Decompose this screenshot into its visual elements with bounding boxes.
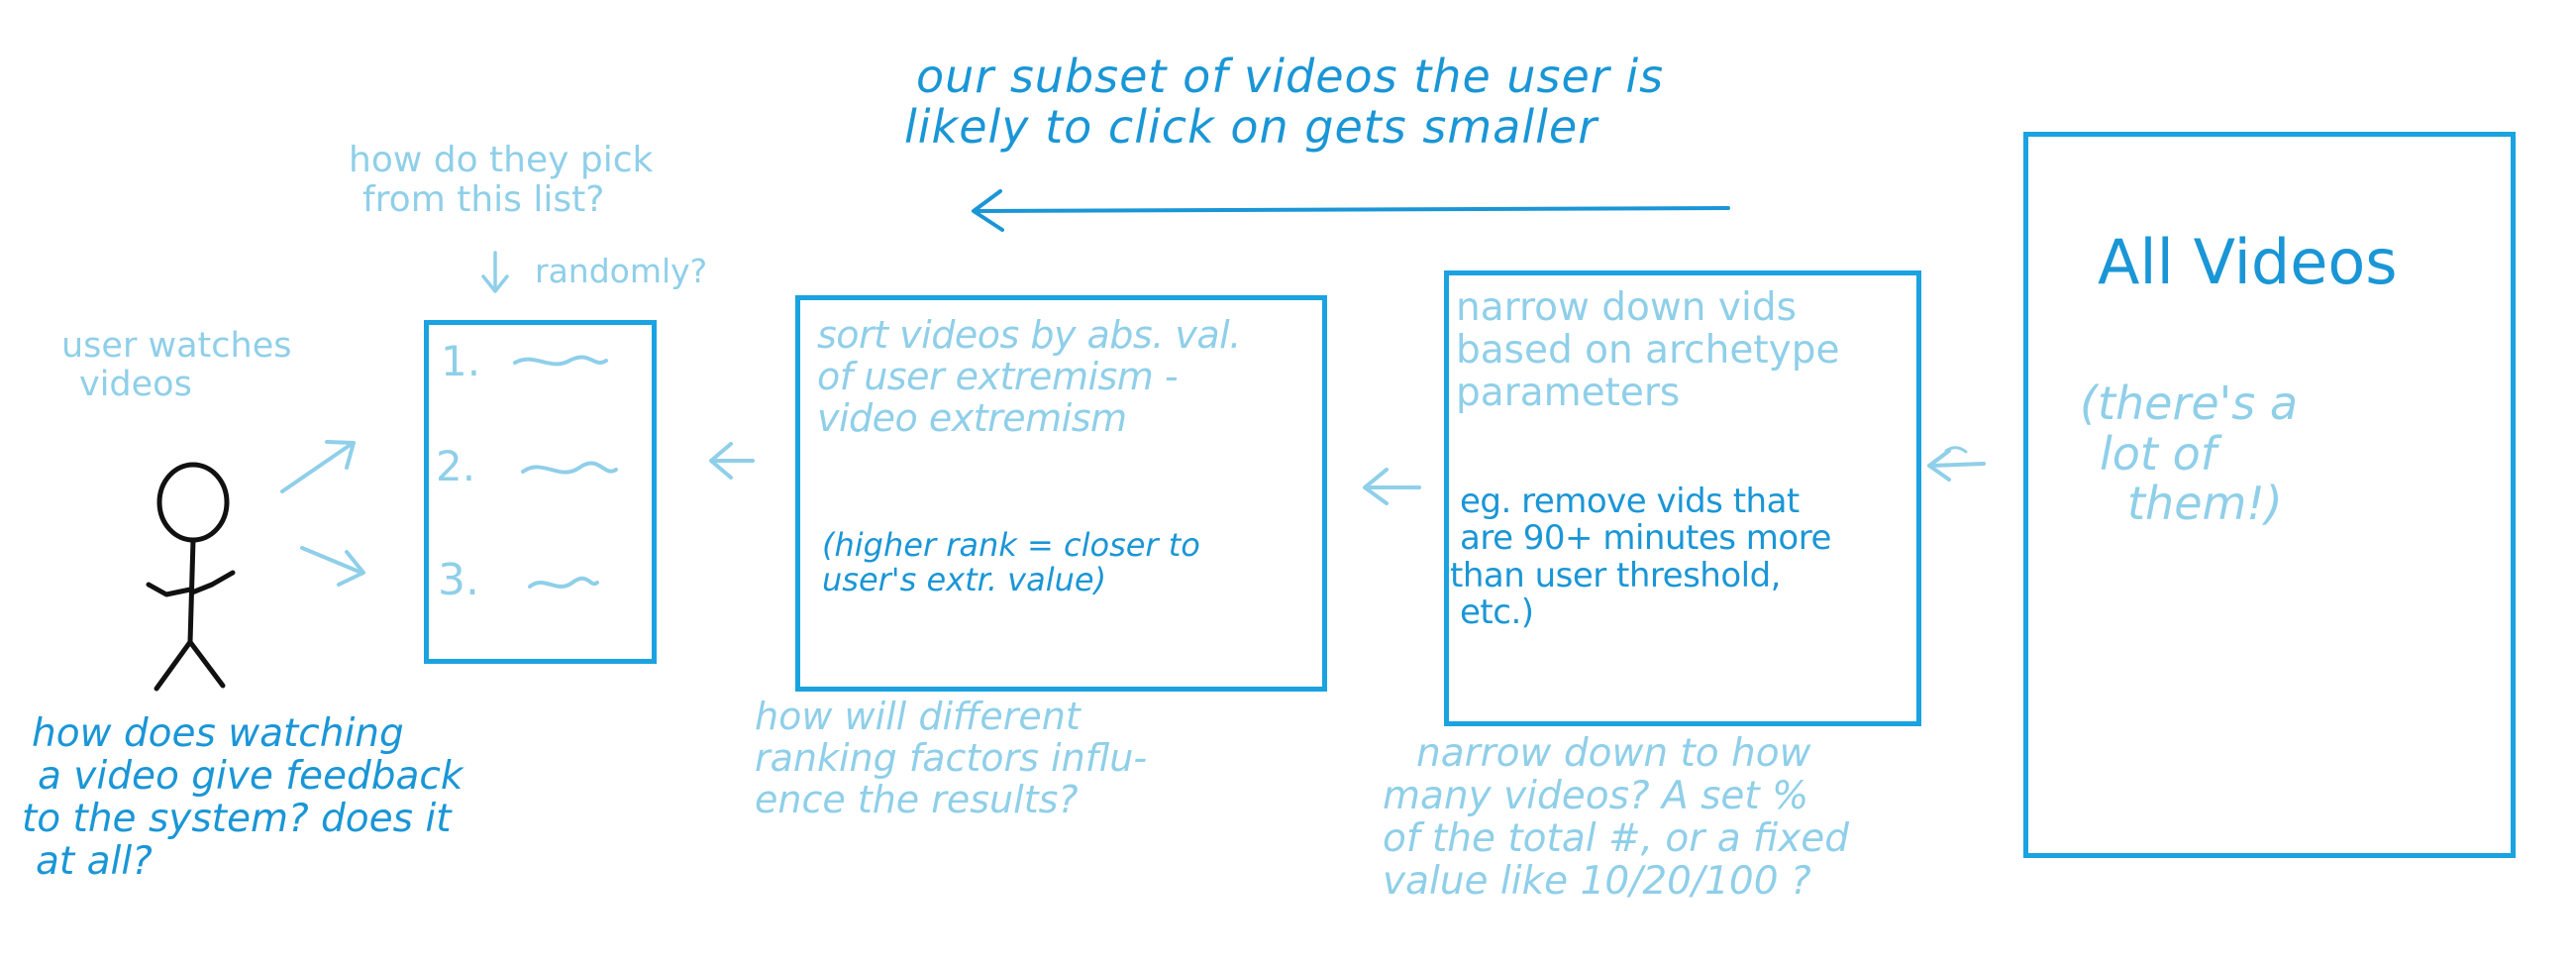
list-item-2: 2. [436,442,476,490]
feedback-question: how does watching a video give feedback … [22,711,464,884]
arrow-left-icon [1363,468,1421,505]
all-videos-box [2023,132,2516,858]
narrow-question-line: many videos? A set % [1383,773,1809,818]
narrow-box-heading: narrow down vids based on archetype para… [1456,285,1840,415]
sort-videos-box [795,295,1327,692]
ranked-list-box [424,320,657,664]
narrow-example-line: eg. remove vids that [1460,482,1800,521]
all-videos-note-line: (there's a [2080,376,2299,430]
all-videos-note: (there's a lot of them!) [2080,378,2298,529]
narrow-heading-line: based on archetype [1456,327,1840,373]
list-item-3: 3. [438,555,479,605]
squiggle-icon [513,355,608,367]
arrow-right-icon [280,440,356,493]
sort-question-line: ranking factors influ- [755,735,1148,780]
narrow-down-box [1444,270,1921,726]
user-label-line: user watches [61,326,292,366]
all-videos-note-line: lot of [2100,426,2216,481]
arrow-left-icon [709,442,755,480]
narrow-box-example: eg. remove vids that are 90+ minutes mor… [1450,482,1831,633]
arrow-left-icon [972,189,1730,232]
randomly-note: randomly? [535,252,708,290]
feedback-question-line: at all? [36,838,153,884]
sort-note-line: (higher rank = closer to [822,526,1200,564]
narrow-heading-line: parameters [1456,370,1681,415]
user-label-line: videos [79,364,192,404]
sort-question-line: ence the results? [755,777,1079,821]
pick-question: how do they pick from this list? [349,141,653,219]
sort-heading-line: of user extremism - [817,354,1179,398]
narrow-question-line: of the total #, or a fixed [1383,815,1850,861]
narrow-question-line: value like 10/20/100 ? [1383,858,1811,904]
stray-mark [1944,446,1968,454]
user-label: user watches videos [61,327,291,403]
squiggle-icon [528,576,599,589]
sort-box-note: (higher rank = closer to user's extr. va… [822,526,1200,599]
arrow-left-icon [1927,449,1986,482]
arrow-down-icon [481,251,509,293]
all-videos-note-line: them!) [2127,477,2283,531]
sort-box-heading: sort videos by abs. val. of user extremi… [817,313,1241,440]
arrow-right-icon [300,546,365,587]
list-item-1: 1. [441,337,481,385]
all-videos-title: All Videos [2098,226,2398,298]
feedback-question-line: a video give feedback [38,753,464,799]
narrow-example-line: are 90+ minutes more [1460,518,1831,559]
narrow-example-line: etc.) [1460,592,1534,633]
sort-heading-line: video extremism [817,395,1127,440]
stick-figure-icon [146,462,236,692]
feedback-question-line: how does watching [32,711,404,756]
pick-question-line: from this list? [362,178,605,220]
narrow-question-line: narrow down to how [1416,731,1811,776]
narrow-heading-line: narrow down vids [1456,285,1797,330]
top-note-line: likely to click on gets smaller [904,99,1598,154]
sort-question: how will different ranking factors influ… [755,695,1148,821]
feedback-question-line: to the system? does it [22,796,452,841]
pick-question-line: how do they pick [349,140,654,180]
narrow-example-line: than user threshold, [1450,555,1781,595]
squiggle-icon [521,461,618,475]
sort-question-line: how will different [755,695,1081,738]
sort-heading-line: sort videos by abs. val. [817,313,1241,357]
top-note: our subset of videos the user is likely … [904,50,1665,152]
top-note-line: our subset of videos the user is [916,50,1665,103]
narrow-question: narrow down to how many videos? A set % … [1383,731,1850,904]
sort-note-line: user's extr. value) [822,561,1107,599]
